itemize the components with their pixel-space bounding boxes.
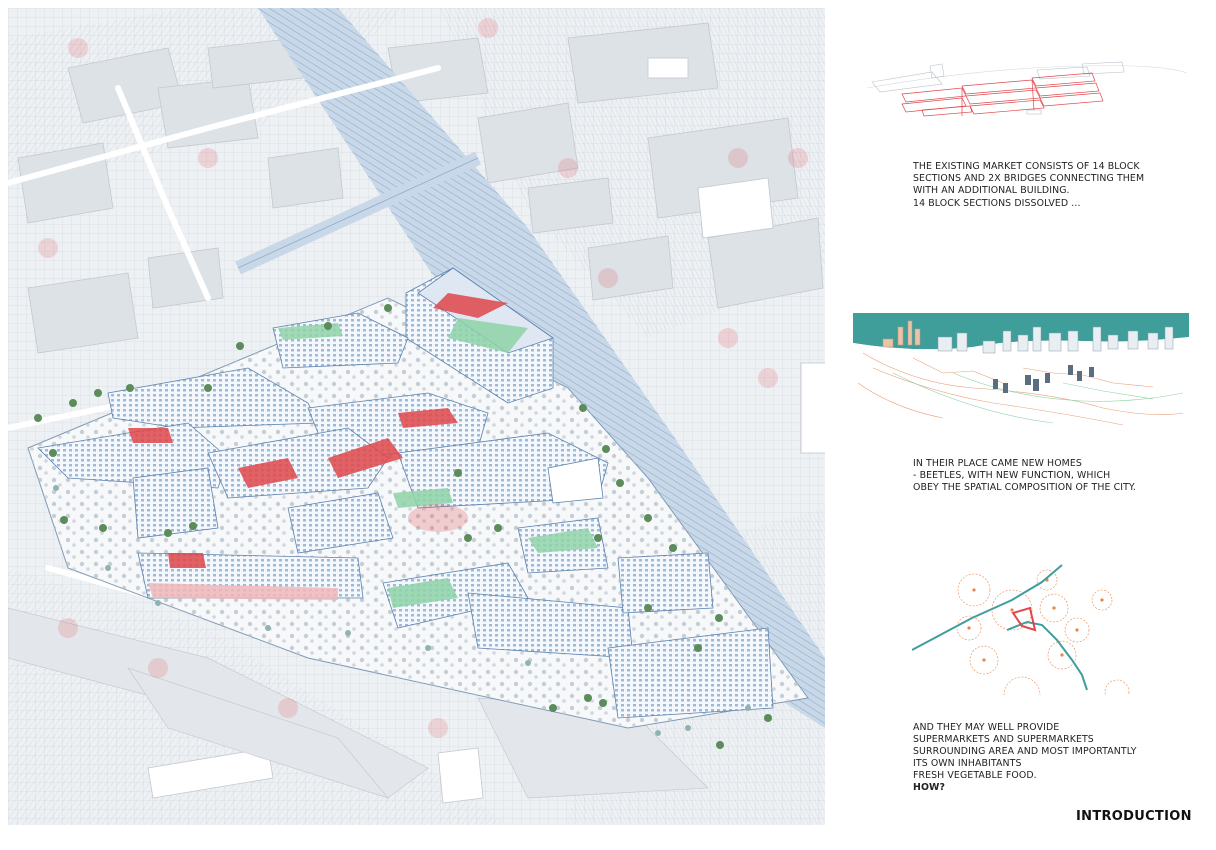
homes-line-3: OBEY THE SPATIAL COMPOSITION OF THE CITY… — [913, 482, 1136, 493]
city-panorama-diagram — [853, 313, 1189, 435]
provide-line-4: ITS OWN INHABITANTS — [913, 758, 1022, 769]
homes-description: IN THEIR PLACE CAME NEW HOMES - BEETLES,… — [913, 458, 1193, 494]
homes-line-1: IN THEIR PLACE CAME NEW HOMES — [913, 458, 1082, 469]
aerial-axonometric-drawing — [8, 8, 825, 825]
provide-description: AND THEY MAY WELL PROVIDE SUPERMARKETS A… — [913, 722, 1193, 794]
how-question: HOW? — [913, 782, 945, 793]
market-line-1: THE EXISTING MARKET CONSISTS OF 14 BLOCK — [913, 161, 1140, 172]
section-title: INTRODUCTION — [1076, 809, 1192, 824]
provide-line-3: SURROUNDING AREA AND MOST IMPORTANTLY — [913, 746, 1137, 757]
supply-radius-diagram — [912, 560, 1142, 695]
provide-line-1: AND THEY MAY WELL PROVIDE — [913, 722, 1060, 733]
existing-market-diagram — [862, 58, 1192, 130]
provide-line-2: SUPERMARKETS AND SUPERMARKETS — [913, 734, 1094, 745]
homes-line-2: - BEETLES, WITH NEW FUNCTION, WHICH — [913, 470, 1111, 481]
market-line-2: SECTIONS AND 2X BRIDGES CONNECTING THEM — [913, 173, 1145, 184]
market-line-4: 14 BLOCK SECTIONS DISSOLVED ... — [913, 198, 1081, 209]
market-line-3: WITH AN ADDITIONAL BUILDING. — [913, 185, 1070, 196]
market-description: THE EXISTING MARKET CONSISTS OF 14 BLOCK… — [913, 161, 1193, 210]
provide-line-5: FRESH VEGETABLE FOOD. — [913, 770, 1037, 781]
